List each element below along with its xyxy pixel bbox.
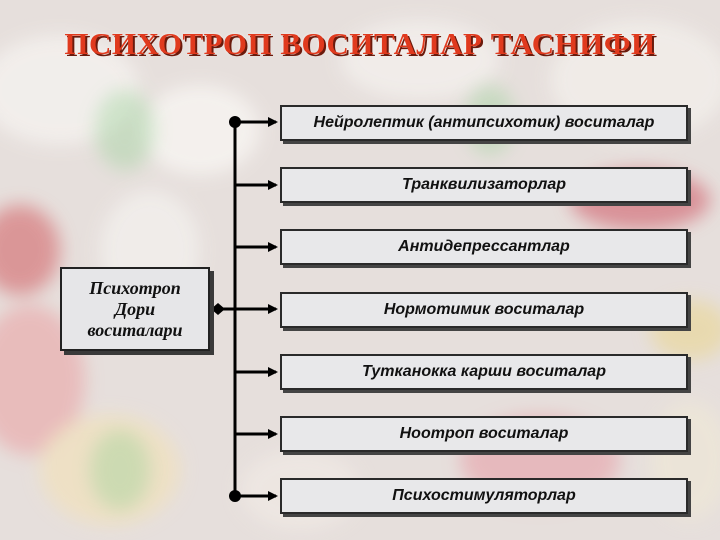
- page-title: ПСИХОТРОП ВОСИТАЛАР ТАСНИФИ: [64, 26, 656, 61]
- category-anticonvulsants: Тутканокка карши воситалар: [280, 354, 688, 390]
- category-normothymics: Нормотимик воситалар: [280, 292, 688, 328]
- category-nootropics: Ноотроп воситалар: [280, 416, 688, 452]
- root-label-line-1: Психотроп: [89, 277, 181, 298]
- root-node: Психотроп Дори воситалари: [60, 267, 210, 351]
- category-neuroleptics: Нейролептик (антипсихотик) воситалар: [280, 105, 688, 141]
- category-psychostimulants: Психостимуляторлар: [280, 478, 688, 514]
- root-label-line-2: Дори: [114, 298, 156, 319]
- category-antidepressants: Антидепрессантлар: [280, 229, 688, 265]
- category-tranquilizers: Транквилизаторлар: [280, 167, 688, 203]
- root-label-line-3: воситалари: [87, 319, 183, 340]
